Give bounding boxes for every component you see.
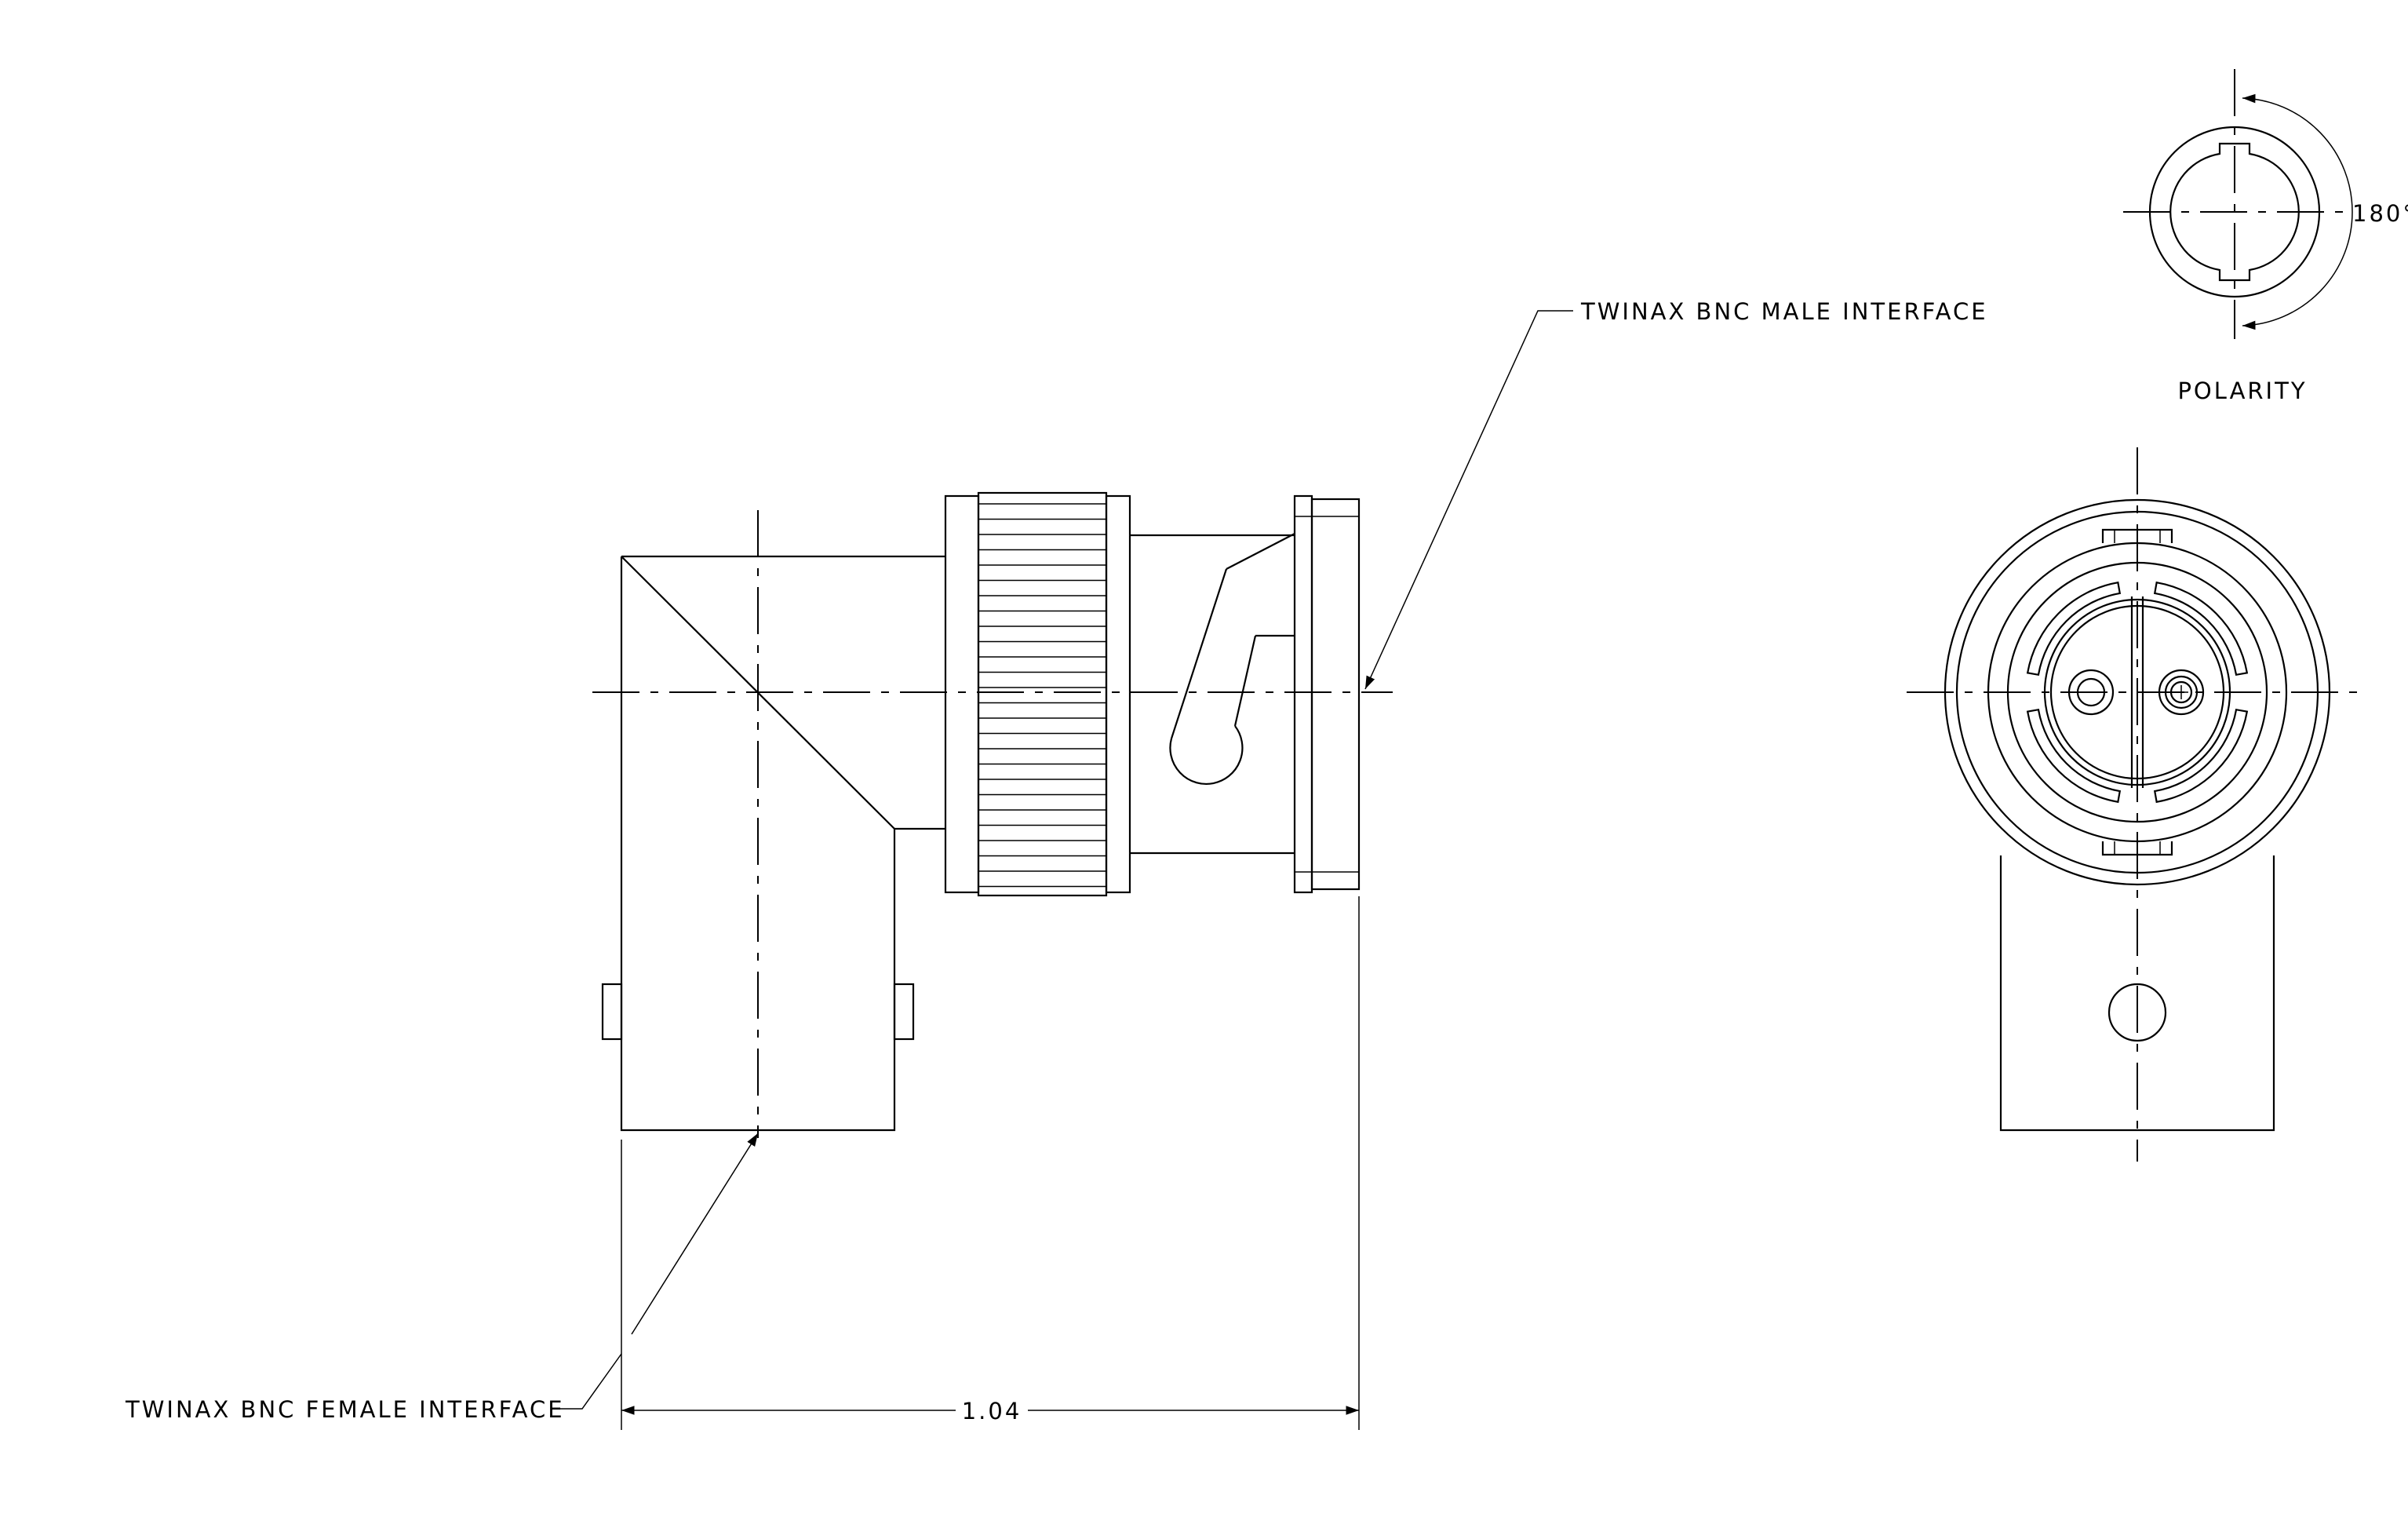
front-view — [1907, 447, 2362, 1162]
side-view: TWINAX BNC MALE INTERFACE TWINAX BNC FEM… — [125, 298, 1988, 1430]
polarity-view: 180° POLARITY — [2123, 69, 2408, 404]
dimension-value: 1.04 — [962, 1398, 1022, 1424]
coupling-nut — [944, 491, 1131, 897]
female-interface-leader: TWINAX BNC FEMALE INTERFACE — [125, 1133, 759, 1423]
polarity-angle: 180° — [2352, 200, 2408, 227]
polarity-label: POLARITY — [2177, 378, 2307, 404]
male-interface-label: TWINAX BNC MALE INTERFACE — [1580, 298, 1988, 325]
female-interface-label: TWINAX BNC FEMALE INTERFACE — [125, 1396, 565, 1423]
length-dimension: 1.04 — [621, 896, 1360, 1430]
elbow-body — [601, 555, 945, 1132]
male-interface-leader: TWINAX BNC MALE INTERFACE — [1364, 298, 1988, 690]
male-barrel — [1130, 533, 1295, 855]
front-flange — [1293, 494, 1361, 894]
